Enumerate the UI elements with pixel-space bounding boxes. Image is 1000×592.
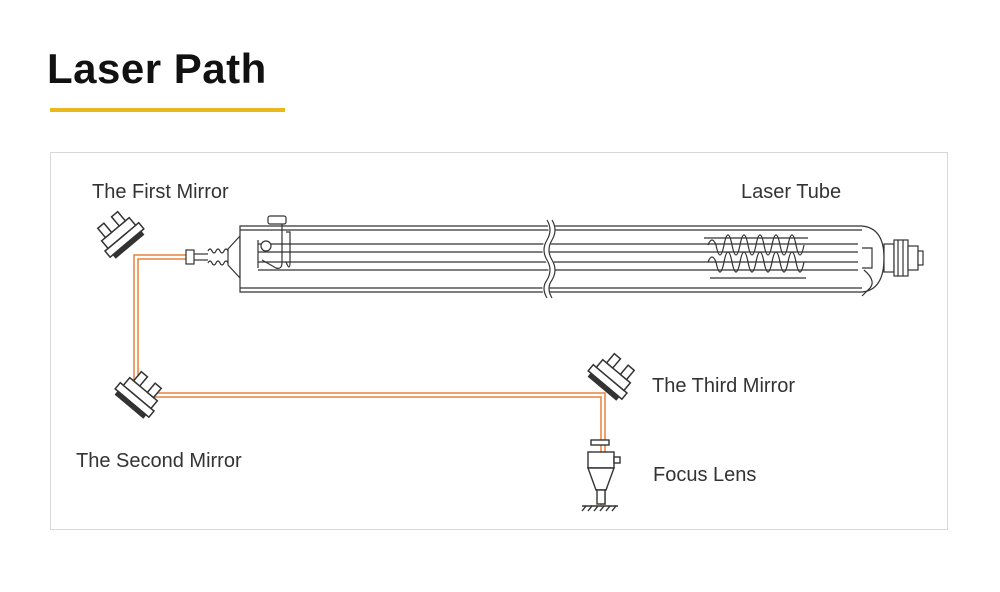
laser-tube-label: Laser Tube bbox=[741, 181, 842, 203]
focus-lens-label: Focus Lens bbox=[653, 464, 757, 486]
title-underline bbox=[50, 108, 285, 112]
second-mirror-icon bbox=[114, 370, 163, 419]
first-mirror-label: The First Mirror bbox=[92, 181, 229, 203]
first-mirror-icon bbox=[96, 210, 145, 259]
laser-tube-icon bbox=[185, 215, 924, 300]
diagram-frame bbox=[50, 152, 948, 530]
third-mirror-label: The Third Mirror bbox=[652, 375, 795, 397]
third-mirror-icon bbox=[587, 352, 636, 401]
page-title: Laser Path bbox=[47, 45, 267, 92]
second-mirror-label: The Second Mirror bbox=[76, 450, 242, 472]
focus-lens-icon bbox=[581, 439, 621, 512]
